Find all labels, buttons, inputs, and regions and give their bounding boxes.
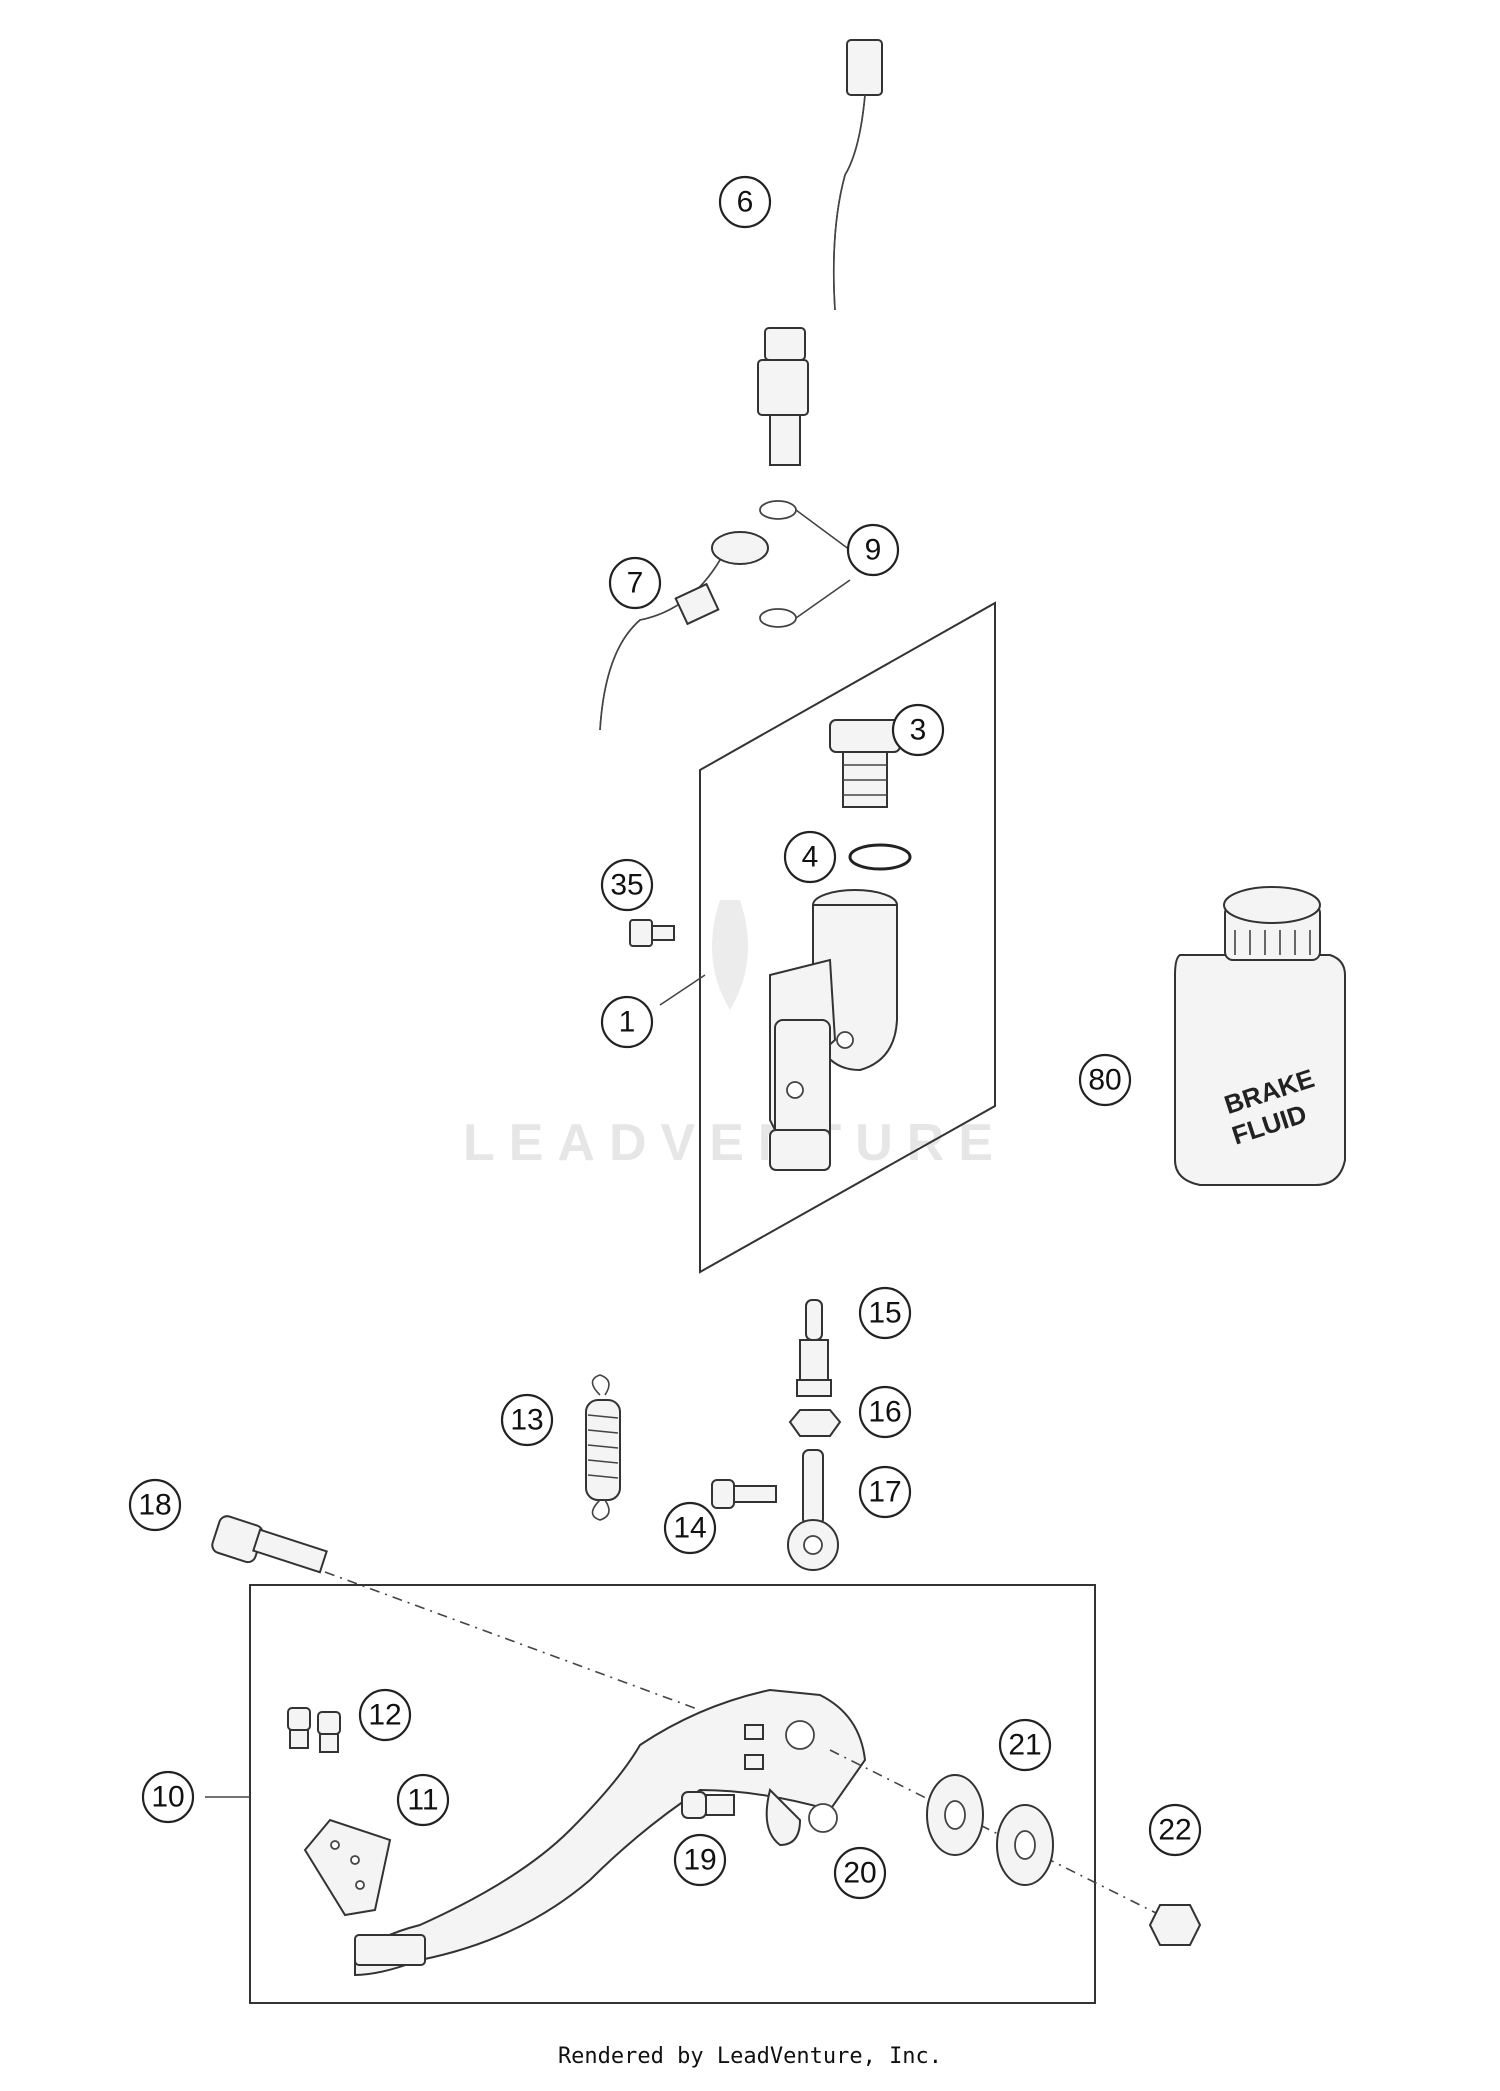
part-pivot-nut xyxy=(1148,1904,1202,1946)
part-washer-upper xyxy=(759,500,797,520)
callout-4: 4 xyxy=(783,830,837,884)
part-nut xyxy=(788,1409,842,1437)
callout-20: 20 xyxy=(833,1846,887,1900)
part-bleed-valve xyxy=(796,1299,832,1397)
svg-text:16: 16 xyxy=(868,1396,901,1429)
callout-35: 35 xyxy=(600,858,654,912)
svg-text:18: 18 xyxy=(138,1489,171,1522)
part-return-spring xyxy=(585,1374,621,1521)
callout-19: 19 xyxy=(673,1833,727,1887)
watermark-logo-icon xyxy=(712,900,748,1010)
svg-text:14: 14 xyxy=(673,1512,706,1545)
kit-frame-brake-pedal xyxy=(249,1584,1096,2004)
svg-text:21: 21 xyxy=(1008,1729,1041,1762)
svg-text:80: 80 xyxy=(1088,1064,1121,1097)
callout-17: 17 xyxy=(858,1465,912,1519)
part-brake-pedal xyxy=(354,1688,867,1977)
part-master-cylinder xyxy=(769,889,898,1171)
part-footpeg-bolts xyxy=(287,1707,341,1753)
watermark-text: LEADVENTURE xyxy=(463,1114,1007,1172)
part-o-ring xyxy=(848,843,912,871)
part-clevis-pin xyxy=(681,1791,735,1819)
svg-text:12: 12 xyxy=(368,1699,401,1732)
callout-80: 80 xyxy=(1078,1053,1132,1107)
part-brake-line xyxy=(599,531,769,731)
part-bearings xyxy=(926,1774,1054,1886)
part-screw xyxy=(629,919,675,947)
callout-14: 14 xyxy=(663,1501,717,1555)
part-push-rod xyxy=(787,1449,839,1571)
callout-18: 18 xyxy=(128,1478,182,1532)
part-brake-light-switch xyxy=(757,39,883,466)
callout-15: 15 xyxy=(858,1286,912,1340)
svg-text:19: 19 xyxy=(683,1844,716,1877)
svg-text:11: 11 xyxy=(407,1784,438,1817)
svg-text:9: 9 xyxy=(865,534,882,567)
kit-frame-master-cylinder xyxy=(699,601,996,1274)
watermark: LEADVENTURE xyxy=(463,900,1007,1172)
svg-text:15: 15 xyxy=(868,1297,901,1330)
svg-text:4: 4 xyxy=(802,841,819,874)
part-washer xyxy=(808,1803,838,1833)
svg-text:1: 1 xyxy=(619,1006,636,1039)
svg-text:35: 35 xyxy=(610,869,643,902)
svg-text:10: 10 xyxy=(151,1781,184,1814)
svg-text:17: 17 xyxy=(868,1476,901,1509)
callout-22: 22 xyxy=(1148,1803,1202,1857)
callout-7: 7 xyxy=(608,556,662,610)
callout-13: 13 xyxy=(500,1393,554,1447)
callout-21: 21 xyxy=(998,1718,1052,1772)
callout-9: 9 xyxy=(846,523,900,577)
part-washer-lower xyxy=(759,608,797,628)
svg-text:20: 20 xyxy=(843,1857,876,1890)
svg-text:13: 13 xyxy=(510,1404,543,1437)
part-bracket xyxy=(765,1788,802,1847)
callout-1: 1 xyxy=(600,995,654,1049)
render-credit: Rendered by LeadVenture, Inc. xyxy=(557,2044,943,2069)
part-pedal-tip xyxy=(303,1818,392,1917)
svg-text:6: 6 xyxy=(737,186,754,219)
callout-12: 12 xyxy=(358,1688,412,1742)
part-brake-fluid-bottle: BRAKE FLUID xyxy=(1174,886,1346,1186)
svg-text:7: 7 xyxy=(627,567,644,600)
part-reservoir-cap xyxy=(829,719,901,808)
callout-11: 11 xyxy=(396,1773,450,1827)
callout-10: 10 xyxy=(141,1770,195,1824)
callout-16: 16 xyxy=(858,1385,912,1439)
svg-text:3: 3 xyxy=(910,714,927,747)
callout-6: 6 xyxy=(718,175,772,229)
callout-3: 3 xyxy=(891,703,945,757)
svg-text:22: 22 xyxy=(1158,1814,1191,1847)
part-pin xyxy=(711,1479,777,1509)
exploded-parts-diagram: LEADVENTURE xyxy=(128,39,1346,2004)
part-pivot-bolt xyxy=(211,1515,328,1574)
